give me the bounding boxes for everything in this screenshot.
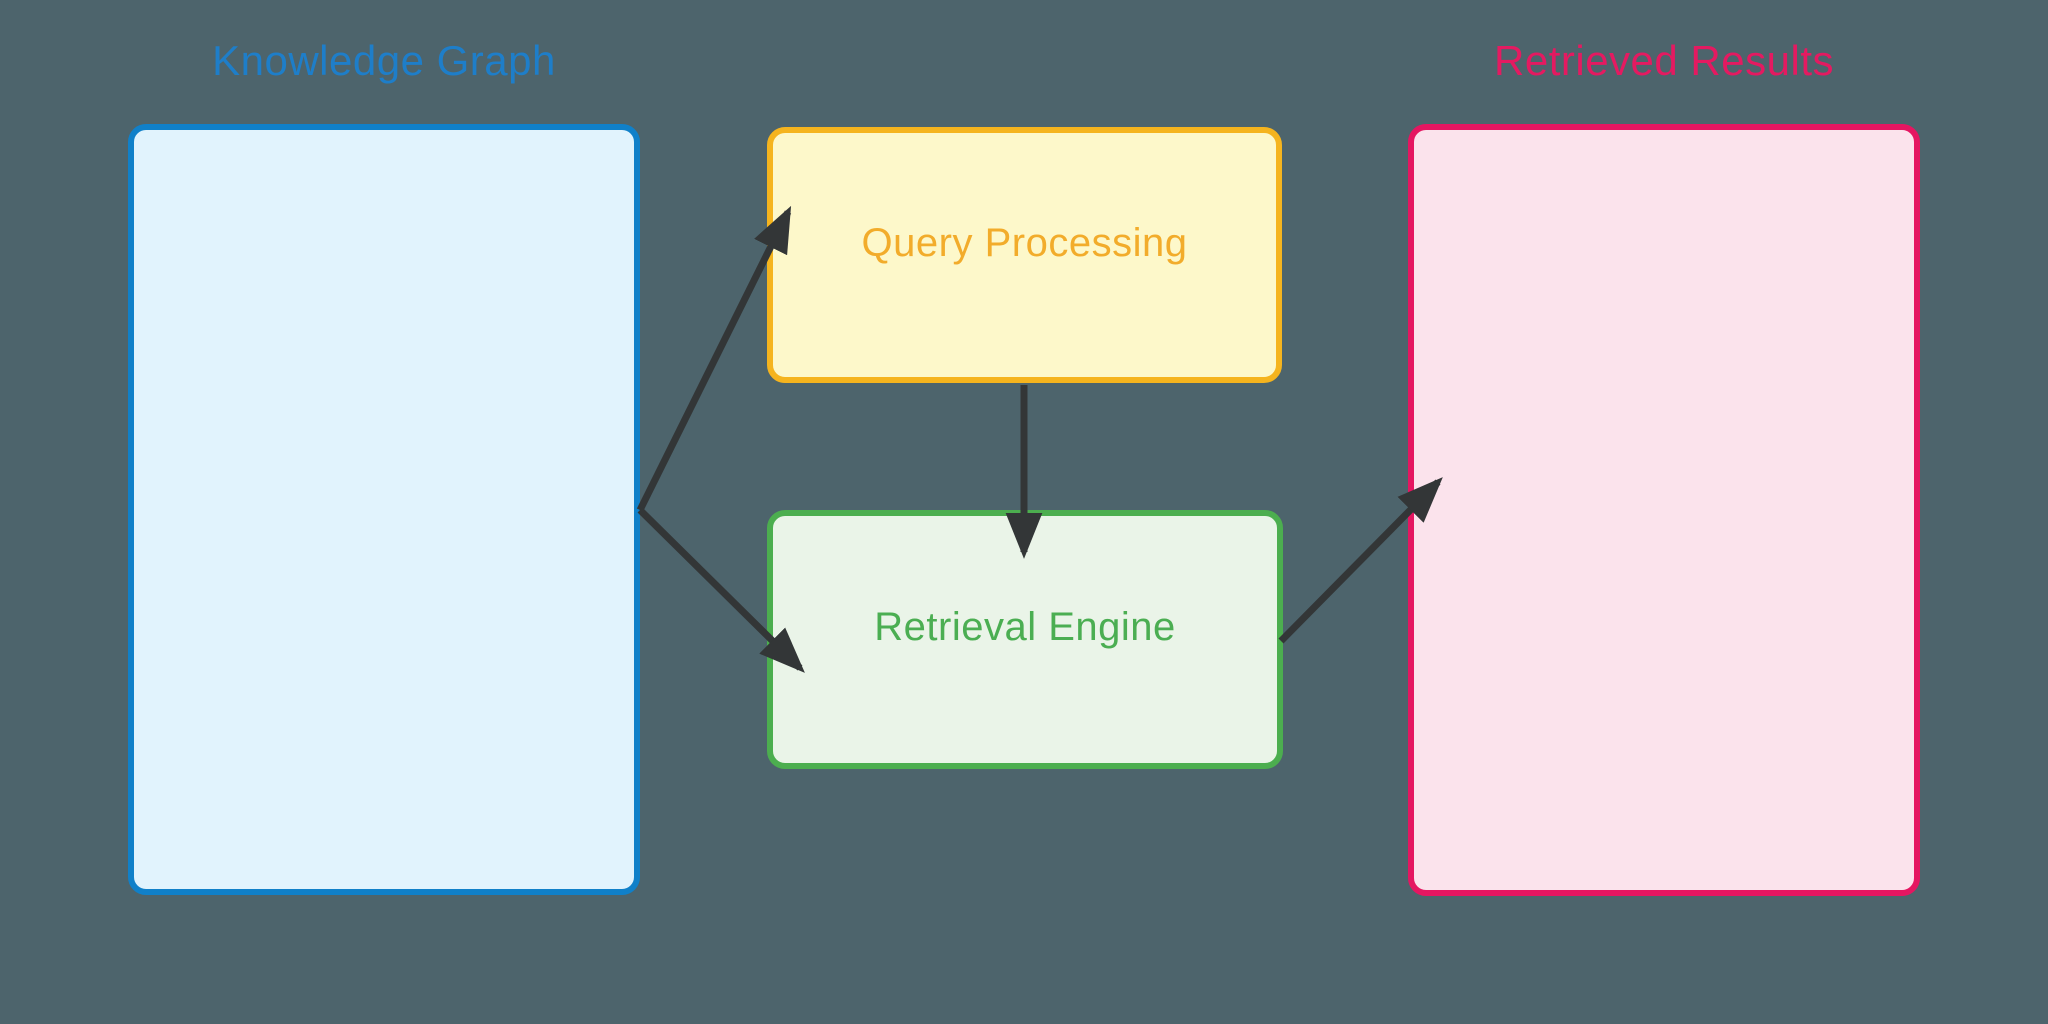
query-processing-node: Query Processing: [767, 127, 1282, 383]
knowledge-graph-title: Knowledge Graph: [212, 37, 556, 84]
retrieved-results-node: [1408, 124, 1920, 896]
retrieval-engine-label: Retrieval Engine: [874, 605, 1176, 649]
arrow-knowledge-graph-to-query-processing: [636, 205, 792, 512]
query-processing-label: Query Processing: [861, 220, 1188, 265]
retrieval-engine-node: Retrieval Engine: [767, 510, 1283, 769]
knowledge-graph-node: [128, 124, 640, 895]
retrieved-results-title: Retrieved Results: [1494, 37, 1834, 84]
